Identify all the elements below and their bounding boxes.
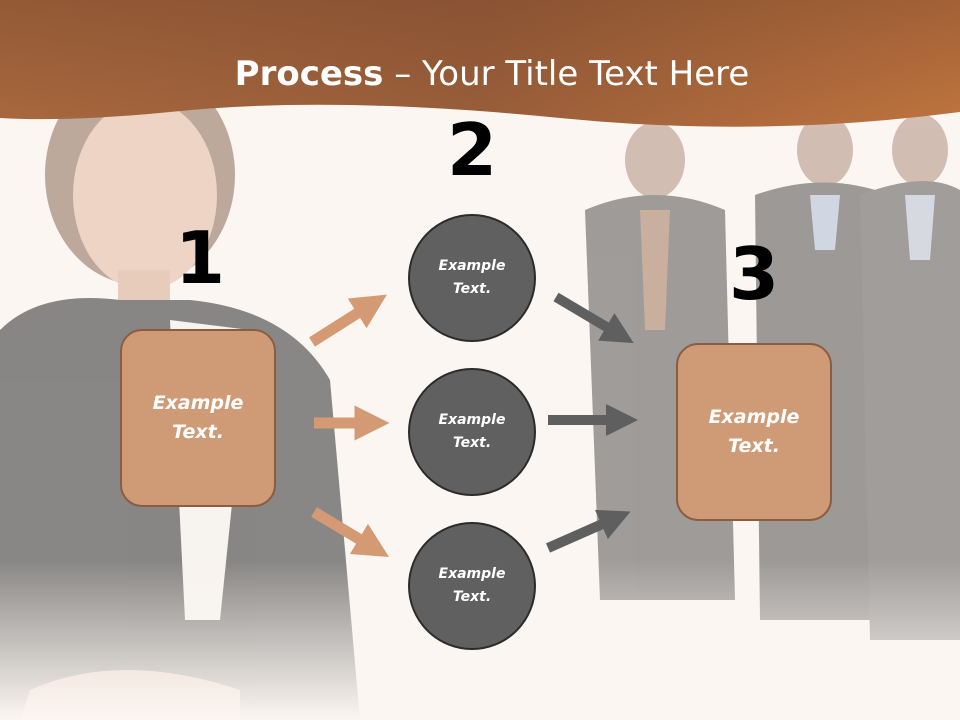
circle-top-text: Example Text. [438, 258, 506, 297]
step-2-circle-top: Example Text. [408, 214, 536, 342]
step-number-2: 2 [446, 108, 498, 192]
title-rest: Your Title Text Here [422, 54, 750, 94]
step-3-box: Example Text. [676, 343, 832, 521]
step-1-box: Example Text. [120, 329, 276, 507]
step-2-circle-middle: Example Text. [408, 368, 536, 496]
page-title: Process – Your Title Text Here [0, 52, 960, 96]
circle-middle-text: Example Text. [438, 412, 506, 451]
circle-bottom-text: Example Text. [438, 566, 506, 605]
step-2-circle-bottom: Example Text. [408, 522, 536, 650]
title-bold: Process [234, 54, 384, 94]
step-3-text: Example Text. [708, 406, 800, 457]
step-number-3: 3 [728, 232, 780, 316]
header-band [0, 0, 960, 127]
step-1-text: Example Text. [152, 392, 244, 443]
step-number-1: 1 [174, 216, 226, 300]
title-dash: – [383, 54, 423, 94]
